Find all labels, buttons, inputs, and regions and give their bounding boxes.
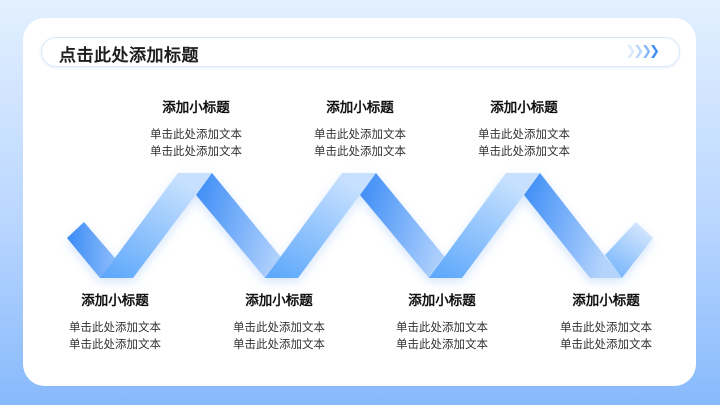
ribbon-down-segment	[360, 173, 462, 278]
step-bottom-1: 添加小标题 单击此处添加文本 单击此处添加文本	[50, 291, 180, 353]
ribbon-end-segment	[605, 222, 653, 278]
ribbon-up-segment	[265, 173, 376, 278]
step-text[interactable]: 单击此处添加文本	[314, 127, 406, 141]
step-text[interactable]: 单击此处添加文本	[233, 337, 325, 351]
step-text[interactable]: 单击此处添加文本	[396, 320, 488, 334]
step-text[interactable]: 单击此处添加文本	[233, 320, 325, 334]
ribbon-down-segment	[196, 173, 298, 278]
step-text[interactable]: 单击此处添加文本	[150, 144, 242, 158]
step-title[interactable]: 添加小标题	[245, 293, 313, 309]
step-text[interactable]: 单击此处添加文本	[69, 320, 161, 334]
step-top-3: 添加小标题 单击此处添加文本 单击此处添加文本	[459, 98, 589, 160]
step-title[interactable]: 添加小标题	[162, 100, 230, 116]
step-title[interactable]: 添加小标题	[81, 293, 149, 309]
step-text[interactable]: 单击此处添加文本	[150, 127, 242, 141]
step-title[interactable]: 添加小标题	[490, 100, 558, 116]
step-top-1: 添加小标题 单击此处添加文本 单击此处添加文本	[131, 98, 261, 160]
ribbon-up-segment	[429, 173, 540, 278]
step-text[interactable]: 单击此处添加文本	[478, 144, 570, 158]
ribbon-up-segment	[100, 173, 212, 278]
chevron-arrows-icon: ❯❯❯❯	[625, 44, 660, 59]
step-title[interactable]: 添加小标题	[326, 100, 394, 116]
step-text[interactable]: 单击此处添加文本	[69, 337, 161, 351]
slide-title[interactable]: 点击此处添加标题	[59, 46, 199, 66]
ribbon-down-segment	[524, 173, 622, 278]
step-text[interactable]: 单击此处添加文本	[560, 337, 652, 351]
step-title[interactable]: 添加小标题	[572, 293, 640, 309]
step-bottom-4: 添加小标题 单击此处添加文本 单击此处添加文本	[541, 291, 671, 353]
step-top-2: 添加小标题 单击此处添加文本 单击此处添加文本	[295, 98, 425, 160]
step-text[interactable]: 单击此处添加文本	[478, 127, 570, 141]
step-bottom-2: 添加小标题 单击此处添加文本 单击此处添加文本	[214, 291, 344, 353]
step-text[interactable]: 单击此处添加文本	[314, 144, 406, 158]
content-card	[23, 18, 696, 386]
step-text[interactable]: 单击此处添加文本	[560, 320, 652, 334]
step-title[interactable]: 添加小标题	[408, 293, 476, 309]
step-bottom-3: 添加小标题 单击此处添加文本 单击此处添加文本	[377, 291, 507, 353]
title-bar: 点击此处添加标题 ❯❯❯❯	[41, 37, 680, 67]
step-text[interactable]: 单击此处添加文本	[396, 337, 488, 351]
